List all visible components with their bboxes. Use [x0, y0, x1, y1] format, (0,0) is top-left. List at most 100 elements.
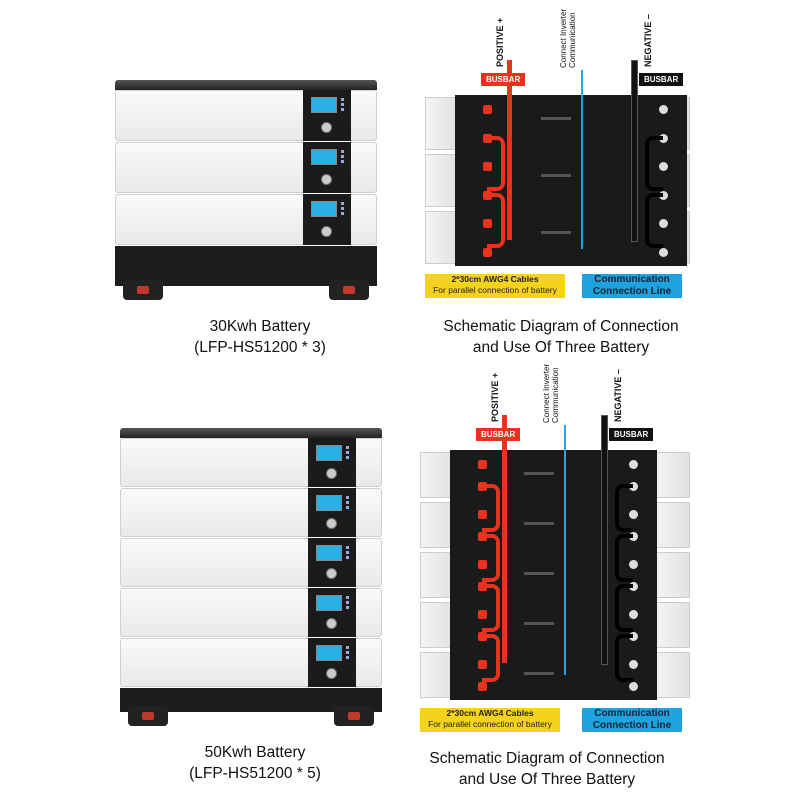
module-side-left	[425, 211, 457, 264]
module-label-text	[541, 231, 571, 234]
parallel-cable-positive	[482, 634, 500, 682]
positive-label: POSITIVE +	[490, 372, 500, 422]
power-knob	[326, 468, 337, 479]
negative-terminal	[659, 105, 668, 114]
parallel-cable-negative	[645, 136, 663, 191]
power-knob	[326, 518, 337, 529]
module-side-left	[420, 602, 452, 648]
negative-terminal	[659, 162, 668, 171]
negative-terminal	[629, 610, 638, 619]
caster-wheel	[334, 706, 374, 726]
status-led	[346, 546, 349, 549]
label-line: 2*30cm AWG4 Cables	[446, 708, 534, 718]
power-knob	[326, 568, 337, 579]
negative-terminal	[629, 660, 638, 669]
busbar-positive-label: BUSBAR	[481, 73, 526, 86]
busbar-negative-label: BUSBAR	[609, 428, 654, 441]
label-line: For parallel connection of battery	[428, 719, 552, 729]
cabinet-top-cap	[120, 428, 382, 438]
negative-terminal	[629, 560, 638, 569]
positive-terminal	[478, 610, 487, 619]
parallel-cable-positive	[487, 193, 505, 248]
schematic-title-line1: Schematic Diagram of Connection	[429, 750, 665, 767]
busbar-negative-label: BUSBAR	[639, 73, 684, 86]
label-line: Communication	[594, 274, 670, 285]
parallel-cable-negative	[615, 634, 633, 682]
parallel-cable-positive	[482, 534, 500, 582]
positive-cable	[502, 415, 507, 663]
negative-cable	[601, 415, 608, 665]
status-led	[341, 202, 344, 205]
positive-terminal	[478, 560, 487, 569]
module-side-left	[420, 452, 452, 498]
label-line: Connection Line	[592, 286, 672, 297]
negative-terminal	[629, 510, 638, 519]
status-led	[341, 98, 344, 101]
module-side-left	[425, 154, 457, 207]
negative-label: NEGATIVE –	[613, 369, 623, 422]
negative-terminal	[659, 191, 668, 200]
positive-terminal	[483, 105, 492, 114]
positive-terminal	[483, 162, 492, 171]
product-caption-30kwh: 30Kwh Battery (LFP-HS51200 * 3)	[150, 316, 370, 358]
module-label-text	[523, 522, 554, 525]
lcd-display	[316, 495, 342, 511]
positive-terminal	[478, 660, 487, 669]
power-knob	[321, 174, 332, 185]
battery-cabinet-50kwh	[120, 428, 382, 726]
status-led	[346, 451, 349, 454]
product-title: 30Kwh Battery	[209, 318, 311, 335]
status-led	[341, 207, 344, 210]
parallel-cable-negative	[615, 534, 633, 582]
module-side-right	[654, 652, 690, 698]
label-line: 2*30cm AWG4 Cables	[451, 274, 539, 284]
negative-terminal	[629, 532, 638, 541]
negative-terminal	[629, 632, 638, 641]
status-led	[341, 150, 344, 153]
lcd-display	[316, 595, 342, 611]
negative-terminal	[659, 134, 668, 143]
product-title: 50Kwh Battery	[204, 744, 306, 761]
module-label-text	[523, 672, 554, 675]
positive-terminal	[483, 248, 492, 257]
negative-terminal	[629, 682, 638, 691]
parallel-cable-positive	[487, 136, 505, 191]
lcd-display	[311, 201, 337, 217]
module-label-text	[541, 117, 571, 120]
status-led	[346, 606, 349, 609]
product-model: (LFP-HS51200 * 3)	[194, 339, 326, 356]
negative-terminal	[629, 460, 638, 469]
schematic-caption-bottom: Schematic Diagram of Connection and Use …	[386, 748, 708, 790]
lcd-display	[316, 545, 342, 561]
schematic-caption-top: Schematic Diagram of Connection and Use …	[400, 316, 722, 358]
module-side-right	[654, 502, 690, 548]
schematic-title-line2: and Use Of Three Battery	[472, 339, 650, 356]
power-knob	[321, 122, 332, 133]
connection-schematic-top: BUSBAR BUSBAR POSITIVE + NEGATIVE – Connect …	[425, 0, 690, 300]
positive-terminal	[478, 682, 487, 691]
power-knob	[321, 226, 332, 237]
status-led	[346, 596, 349, 599]
status-led	[341, 155, 344, 158]
caster-wheel	[329, 280, 369, 300]
communication-cable	[581, 70, 583, 249]
negative-label: NEGATIVE –	[643, 14, 653, 67]
positive-label: POSITIVE +	[495, 17, 505, 67]
caster-wheel	[128, 706, 168, 726]
parallel-cable-negative	[615, 484, 633, 532]
status-led	[346, 556, 349, 559]
lcd-display	[316, 445, 342, 461]
status-led	[346, 551, 349, 554]
module-side-right	[654, 452, 690, 498]
positive-terminal	[478, 460, 487, 469]
status-led	[346, 496, 349, 499]
caster-wheel	[123, 280, 163, 300]
positive-terminal	[478, 510, 487, 519]
status-led	[341, 212, 344, 215]
